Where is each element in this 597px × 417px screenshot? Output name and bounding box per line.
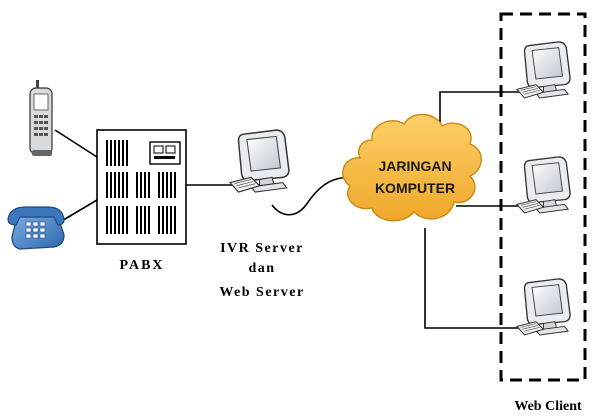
ivr-server-computer-icon xyxy=(229,129,290,193)
ivr-label-line3: Web Server xyxy=(219,285,304,300)
link-ivr-network xyxy=(271,176,353,216)
network-label-line1: JARINGAN xyxy=(378,158,451,174)
web-client-label: Web Client xyxy=(514,399,582,414)
ivr-server-label: IVR Server dan Web Server xyxy=(219,241,304,300)
mobile-phone-icon xyxy=(29,80,53,156)
ivr-label-line2: dan xyxy=(248,261,275,276)
ivr-label-line1: IVR Server xyxy=(220,241,304,256)
web-client-group-border xyxy=(499,12,587,382)
web-client-computer-icon xyxy=(516,41,571,99)
link-network-client3 xyxy=(424,228,520,329)
web-client-computer-icon xyxy=(516,278,571,336)
desk-telephone-icon xyxy=(7,206,65,250)
link-deskphone-pabx xyxy=(59,199,98,223)
link-network-client1 xyxy=(439,91,520,130)
link-mobile-pabx xyxy=(54,129,98,158)
pabx-label: PABX xyxy=(119,258,164,273)
connection-lines xyxy=(54,91,520,329)
cloud-icon xyxy=(342,113,482,222)
pabx-cabinet-icon xyxy=(96,129,187,245)
web-client-computer-icon xyxy=(516,156,571,214)
network-label-line2: KOMPUTER xyxy=(375,180,455,196)
